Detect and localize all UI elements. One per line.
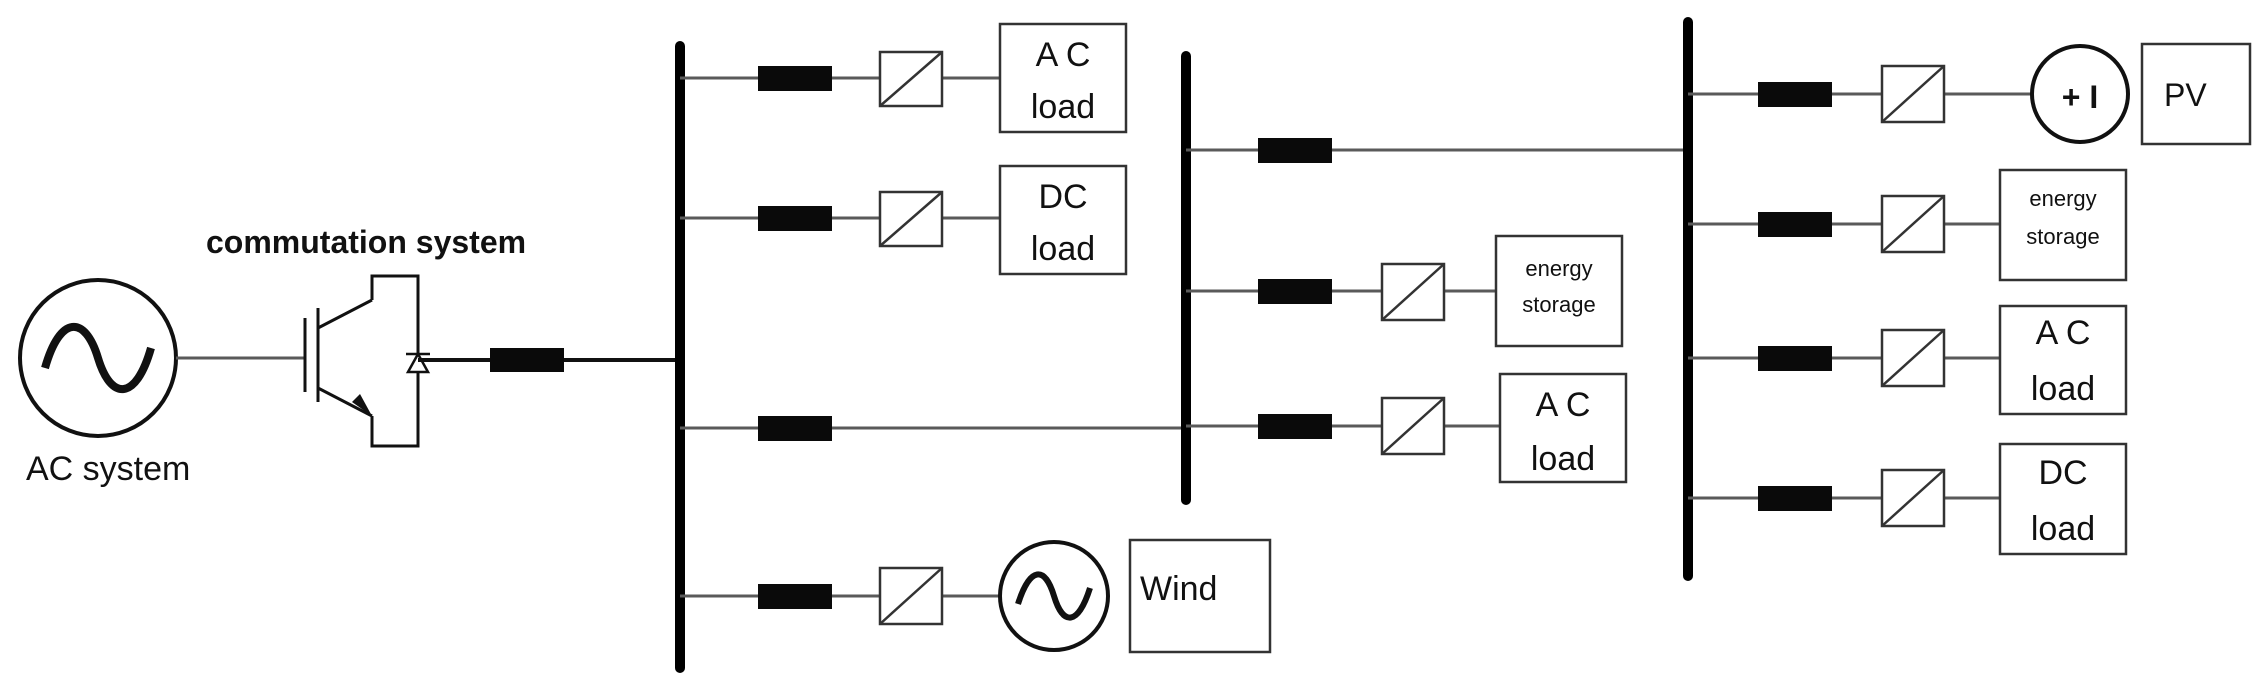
bus1-ac-load-line1: A C [1036,36,1091,74]
breaker-bus1-ac-load [758,66,832,91]
dc-source-symbol: + I [2062,79,2098,115]
bus2-ac-load-box [1498,372,1628,484]
bus2-energy-storage-line1: energy [1525,256,1592,281]
breaker-bus2-ac-load [1258,414,1332,439]
bus2-ac-load-line2: load [1531,440,1595,478]
bus1-ac-load-box [998,22,1128,134]
bus3-energy-storage-box [1998,168,2128,282]
bus3-dc-load-box [1998,442,2128,556]
sine-wave-icon [1015,571,1093,621]
bus2-energy-storage-box [1494,234,1624,348]
converter-slash [1881,195,1945,253]
bus1-dc-load-box [998,164,1128,276]
wind-label: Wind [1140,570,1217,608]
bus3-dc-load-line2: load [2031,510,2095,548]
bus3-energy-storage-line1: energy [2029,186,2096,211]
bus3-ac-load-line1: A C [2036,314,2091,352]
commutation-system-label: commutation system [206,224,526,260]
bus2-ac-load-line1: A C [1536,386,1591,424]
converter-slash [1381,397,1445,455]
bus3-ac-load-line2: load [2031,370,2095,408]
converter-slash [1881,65,1945,123]
bus1-dc-load-line2: load [1031,230,1095,268]
bus1-dc-load-line1: DC [1038,178,1087,216]
converter-slash [879,191,943,247]
breaker-bus3-dc-load [1758,486,1832,511]
wind-generator [998,540,1110,652]
bus3-energy-storage-line2: storage [2026,224,2099,249]
breaker-main [490,348,564,372]
sine-wave-icon [41,323,155,393]
pv-box [2140,42,2252,146]
pv-dc-source [2030,44,2130,144]
dc-source-circle [2030,44,2130,144]
converter-slash [1881,329,1945,387]
breaker-bus3-energy-storage [1758,212,1832,237]
breaker-bus1-dc-load [758,206,832,231]
ac-system-source [18,278,178,438]
bus3-ac-load-box [1998,304,2128,416]
breaker-bus3-ac-load [1758,346,1832,371]
converter-slash [879,567,943,625]
breaker-bus2-energy-storage [1258,279,1332,304]
breaker-bus2-bus3 [1258,138,1332,163]
pv-label: PV [2164,77,2207,113]
breaker-bus3-pv [1758,82,1832,107]
converter-slash [1381,263,1445,321]
bus1-ac-load-line2: load [1031,88,1095,126]
bus3-dc-load-line1: DC [2038,454,2087,492]
wind-box [1128,538,1272,654]
igbt-switch-icon [303,274,431,448]
converter-slash [1881,469,1945,527]
converter-slash [879,51,943,107]
bus2-energy-storage-line2: storage [1522,292,1595,317]
breaker-bus1-bus2 [758,416,832,441]
ac-system-label: AC system [26,450,190,488]
breaker-bus1-wind [758,584,832,609]
